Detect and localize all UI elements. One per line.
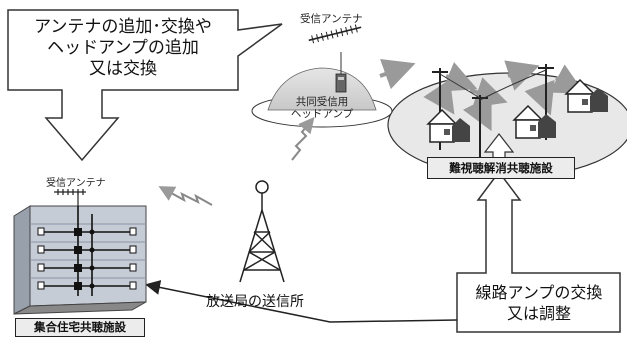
label-line: 共同受信用 xyxy=(295,96,349,108)
broadcast-tower-icon xyxy=(239,180,285,283)
radio-wave-signals xyxy=(158,116,315,206)
callout-line: 又は調整 xyxy=(506,304,571,323)
callout-line: ヘッドアンプの追加 xyxy=(47,38,199,58)
cable-lines xyxy=(439,69,547,101)
callout-antenna-upgrade xyxy=(7,9,283,162)
label-receiving-antenna-building: 受信アンテナ xyxy=(46,178,106,189)
house-icon xyxy=(426,108,470,143)
callout-line: 又は交換 xyxy=(89,59,157,79)
building-antenna-icon xyxy=(54,189,86,206)
yagi-antenna-icon xyxy=(308,24,362,44)
callout-line-amp-text: 線路アンプの交換 又は調整 xyxy=(460,282,618,324)
callout-line: アンテナの追加･交換や xyxy=(34,17,212,37)
callout-line-amp xyxy=(456,170,621,333)
label-receiving-antenna-top: 受信アンテナ xyxy=(300,13,363,25)
callout-line: 線路アンプの交換 xyxy=(475,283,603,302)
label-line: ヘッドアンプ xyxy=(290,108,354,120)
caption-apartment-facility: 集合住宅共聴施設 xyxy=(15,318,145,337)
line-amp-pointer xyxy=(145,280,458,323)
caption-community-facility: 難視聴解消共聴施設 xyxy=(427,157,575,179)
hill-ellipse xyxy=(251,67,393,128)
head-amp-icon xyxy=(335,52,347,93)
label-broadcast-station: 放送局の送信所 xyxy=(206,294,304,310)
callout-antenna-upgrade-text: アンテナの追加･交換や ヘッドアンプの追加 又は交換 xyxy=(10,17,236,80)
apartment-building-icon xyxy=(13,205,147,315)
house-icon xyxy=(512,104,556,139)
label-head-amp: 共同受信用 ヘッドアンプ xyxy=(282,96,362,120)
house-icon xyxy=(564,78,608,113)
